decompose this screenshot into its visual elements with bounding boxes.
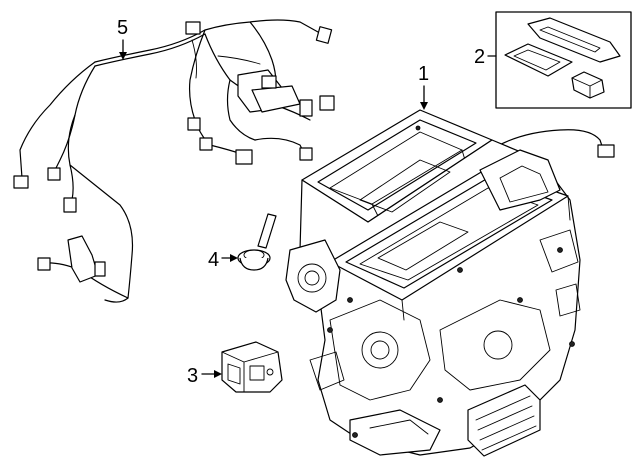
- actuator-module: [221, 341, 283, 393]
- drain-grommet: [237, 213, 277, 271]
- leader-arrow: [230, 254, 238, 262]
- leader-arrow: [420, 102, 428, 110]
- leader-arrow: [119, 52, 127, 60]
- seal-kit-frame: [495, 11, 632, 109]
- callout-label: 3: [187, 365, 198, 387]
- wiring-harness: [13, 19, 335, 303]
- callout-5: 5: [117, 17, 128, 60]
- callout-label: 5: [117, 17, 128, 39]
- seal-kit: [495, 11, 632, 109]
- callout-label: 1: [418, 63, 429, 85]
- leader-arrow: [214, 370, 222, 378]
- callout-4: 4: [208, 249, 238, 271]
- callout-2: 2: [474, 46, 497, 68]
- callout-label: 4: [208, 249, 219, 271]
- callout-1: 1: [418, 63, 429, 110]
- callout-3: 3: [187, 365, 222, 387]
- callout-label: 2: [474, 46, 485, 68]
- hvac-case-assembly: [285, 109, 615, 457]
